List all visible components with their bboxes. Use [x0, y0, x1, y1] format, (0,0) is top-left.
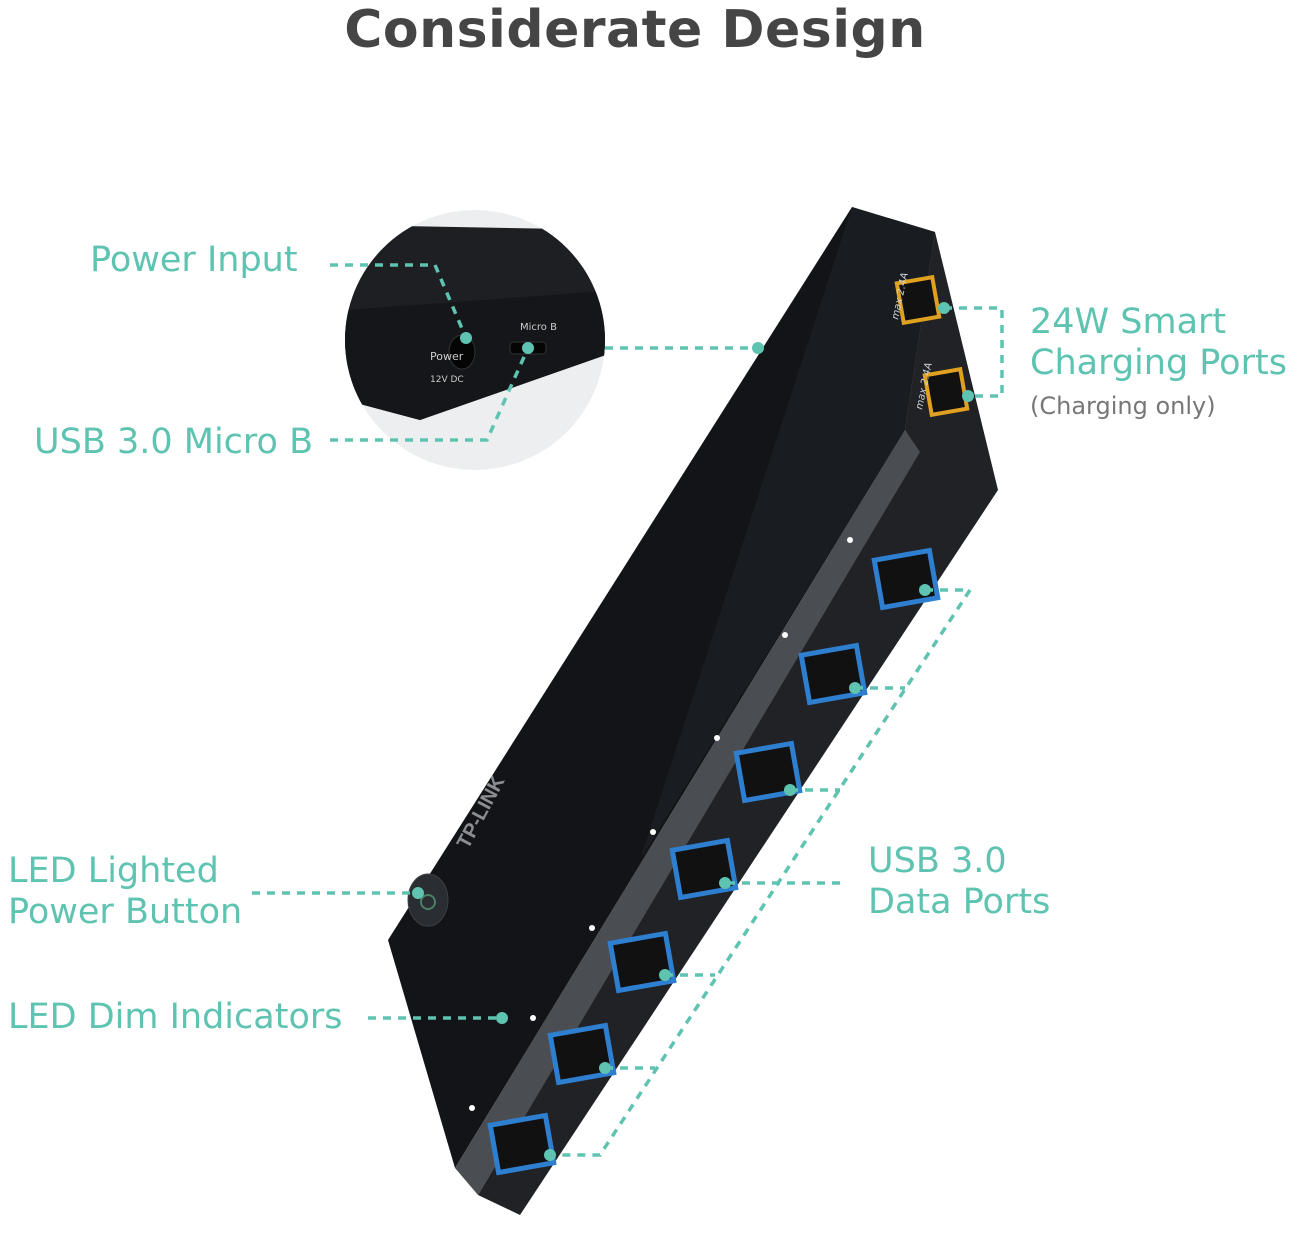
charging-port [922, 366, 970, 418]
page-title: Considerate Design [344, 0, 926, 60]
callout-lines [252, 263, 1004, 1157]
inset-closeup: Power 12V DC Micro B [345, 210, 605, 470]
led-indicators [469, 537, 853, 1111]
callout-charging-line2: Charging Ports [1030, 343, 1287, 383]
led-dot [714, 735, 720, 741]
callout-line-power-input [330, 263, 468, 339]
led-dot [469, 1105, 475, 1111]
usb-port [487, 1112, 557, 1176]
callout-micro-b: USB 3.0 Micro B [34, 422, 314, 462]
power-jack-label: Power [430, 350, 464, 363]
callout-data-ports-line1: USB 3.0 [868, 841, 1007, 881]
callout-power-button-line1: LED Lighted [8, 851, 219, 891]
callout-line-micro-b [330, 347, 530, 442]
callout-power-button-line2: Power Button [8, 892, 243, 932]
led-dot [847, 537, 853, 543]
led-dot [530, 1015, 536, 1021]
power-button[interactable] [407, 873, 449, 927]
callout-line-data-ports [550, 588, 974, 1157]
callout-power-input: Power Input [90, 240, 298, 280]
charging-ports: max 2.4A max 2.4A [890, 272, 970, 418]
led-dot [650, 829, 656, 835]
device-top-gloss [640, 207, 935, 860]
power-icon [420, 894, 436, 910]
micro-b-label: Micro B [520, 322, 557, 333]
usb-port [547, 1022, 617, 1086]
usb-port [669, 837, 739, 901]
callout-dots [412, 302, 974, 1161]
usb-port [871, 547, 941, 611]
charging-port [894, 274, 942, 326]
callout-led-dim: LED Dim Indicators [8, 997, 343, 1037]
device-grille [455, 430, 920, 1195]
usb-port [733, 740, 803, 804]
led-dot [589, 925, 595, 931]
usb-port [607, 930, 677, 994]
power-rating-label: 12V DC [430, 375, 464, 385]
usb-port [798, 642, 868, 706]
led-dot [782, 632, 788, 638]
callout-data-ports-line2: Data Ports [868, 882, 1051, 922]
callout-charging-note: (Charging only) [1030, 392, 1216, 420]
callout-charging-line1: 24W Smart [1030, 302, 1227, 342]
